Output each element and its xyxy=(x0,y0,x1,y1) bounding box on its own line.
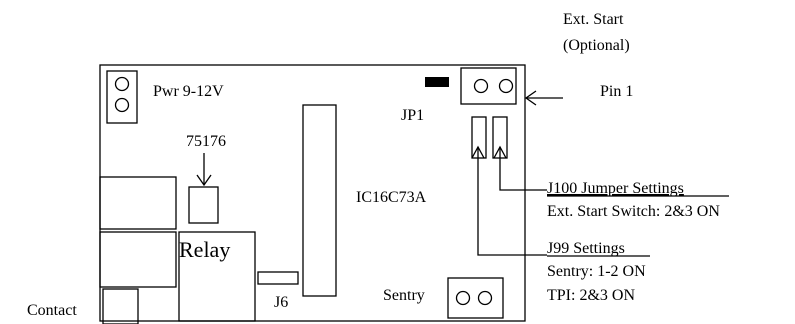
contact-block xyxy=(102,288,139,324)
jp1-label: JP1 xyxy=(401,107,424,124)
relay-label: Relay xyxy=(179,237,230,262)
j99-jumper-block xyxy=(471,116,487,159)
j100-leader-line xyxy=(499,147,547,191)
sentry-label: Sentry xyxy=(383,287,425,304)
chip-75176 xyxy=(188,186,219,224)
sentry-connector xyxy=(447,277,504,319)
sentry-pin-2 xyxy=(477,290,493,306)
ic16c73a-label: IC16C73A xyxy=(356,189,427,206)
sentry-pin-1 xyxy=(455,290,471,306)
pin1-arrow-head xyxy=(524,90,537,106)
power-pin-2 xyxy=(114,97,130,113)
ext-start-pin-2 xyxy=(498,78,514,94)
ext-start-connector xyxy=(460,67,517,105)
contact-label: Contact xyxy=(27,302,77,319)
j99-leader-line xyxy=(477,147,547,256)
power-label: Pwr 9-12V xyxy=(153,83,224,100)
jp1-jumper xyxy=(425,77,449,87)
ic16c73a-chip xyxy=(302,104,337,297)
relay-box xyxy=(178,231,256,322)
j99-line-1: Sentry: 1-2 ON xyxy=(547,263,646,280)
j100-title: J100 Jumper Settings xyxy=(547,180,684,197)
power-pin-1 xyxy=(114,76,130,92)
j100-line-1: Ext. Start Switch: 2&3 ON xyxy=(547,203,720,220)
left-connector-top xyxy=(99,176,177,230)
j6-header xyxy=(257,271,299,285)
chip-75176-label: 75176 xyxy=(186,133,226,150)
left-connector-middle xyxy=(99,231,177,288)
chip-75176-arrow-head xyxy=(196,174,212,187)
power-connector xyxy=(106,70,138,124)
pin1-label: Pin 1 xyxy=(600,83,633,100)
j99-title: J99 Settings xyxy=(547,240,625,257)
optional-label: (Optional) xyxy=(563,37,630,54)
ext-start-pin-1 xyxy=(473,78,489,94)
j6-label: J6 xyxy=(274,294,288,311)
j99-line-2: TPI: 2&3 ON xyxy=(547,287,635,304)
ext-start-label: Ext. Start xyxy=(563,11,624,28)
